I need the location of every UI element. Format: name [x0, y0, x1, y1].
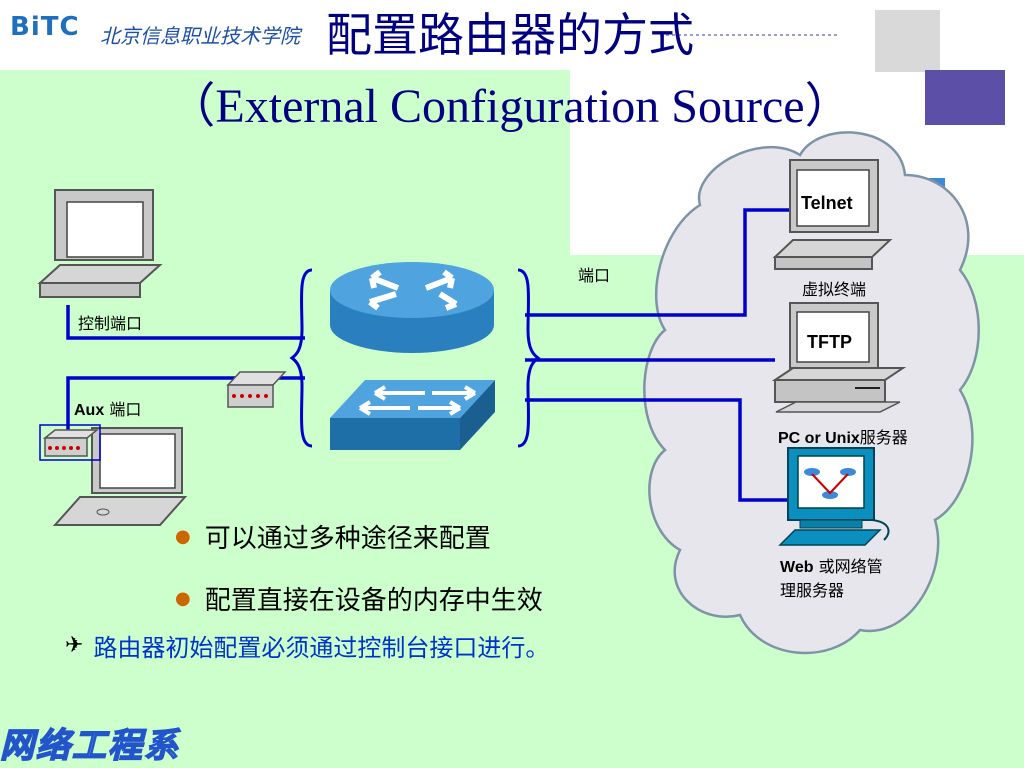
- header-purple-block: [925, 70, 1005, 125]
- logo-brand: BiTC: [10, 12, 80, 42]
- bullet-item: ● 可以通过多种途径来配置: [175, 505, 543, 567]
- laptop-icon: [52, 427, 188, 526]
- bullet-item: ● 配置直接在设备的内存中生效: [175, 567, 543, 629]
- department-watermark: 网络工程系: [0, 725, 180, 767]
- note-line: ✈ 路由器初始配置必须通过控制台接口进行。: [65, 628, 549, 663]
- virtual-terminal-label: 虚拟终端: [802, 280, 867, 299]
- school-logo: BiTC 北京信息职业技术学院: [10, 8, 310, 60]
- aux-link: [66, 376, 305, 430]
- logo-school-name: 北京信息职业技术学院: [100, 24, 300, 48]
- web-server-label-line2: 理服务器: [780, 581, 845, 600]
- server-label-bold: PC or Unix: [778, 430, 860, 447]
- tftp-server-icon: [771, 302, 907, 413]
- aux-modem-icon: [226, 371, 287, 408]
- telnet-terminal-icon: [772, 159, 893, 270]
- bullet-list: ● 可以通过多种途径来配置 ● 配置直接在设备的内存中生效: [175, 505, 543, 629]
- slide-subtitle: （External Configuration Source）: [167, 80, 853, 133]
- link-lines: [66, 208, 790, 502]
- web-label-text: 或网络管: [813, 557, 883, 576]
- port-label: 端口: [578, 266, 611, 285]
- device-brace: [289, 268, 541, 448]
- console-link: [66, 305, 305, 340]
- aux-port-label: Aux 端口: [74, 396, 141, 420]
- server-label: PC or Unix服务器: [778, 424, 908, 448]
- note-text: 路由器初始配置必须通过控制台接口进行。: [93, 634, 550, 662]
- slide-title: 配置路由器的方式: [326, 8, 694, 62]
- bullet-text: 可以通过多种途径来配置: [204, 523, 491, 554]
- web-server-label-line1: Web 或网络管: [780, 553, 883, 577]
- switch-icon: [330, 380, 495, 450]
- telnet-screen-label: Telnet: [801, 193, 853, 213]
- brace-right: [517, 268, 541, 448]
- bullet-text: 配置直接在设备的内存中生效: [204, 585, 543, 616]
- web-link: [525, 398, 790, 502]
- console-port-label: 控制端口: [78, 314, 143, 333]
- router-icon: [330, 262, 494, 353]
- airplane-arrow-icon: ✈: [65, 633, 84, 658]
- header-gray-block: [875, 10, 940, 72]
- aux-port-label-bold: Aux: [74, 402, 105, 419]
- aux-port-label-text: 端口: [104, 400, 142, 419]
- server-label-text: 服务器: [859, 428, 908, 447]
- brace-left: [289, 268, 313, 448]
- web-server-icon: [778, 447, 890, 546]
- telnet-link: [525, 208, 790, 317]
- web-label-bold: Web: [780, 559, 814, 576]
- tftp-screen-label: TFTP: [807, 332, 852, 352]
- laptop-modem-icon: [39, 424, 101, 461]
- bullet-dot-icon: ●: [175, 587, 191, 609]
- console-terminal-icon: [37, 189, 163, 298]
- bullet-dot-icon: ●: [175, 525, 191, 547]
